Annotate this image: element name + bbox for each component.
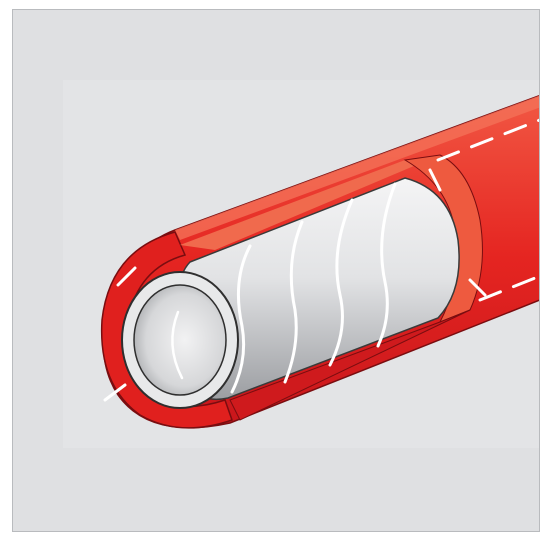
inner-tube-bore	[134, 285, 226, 395]
